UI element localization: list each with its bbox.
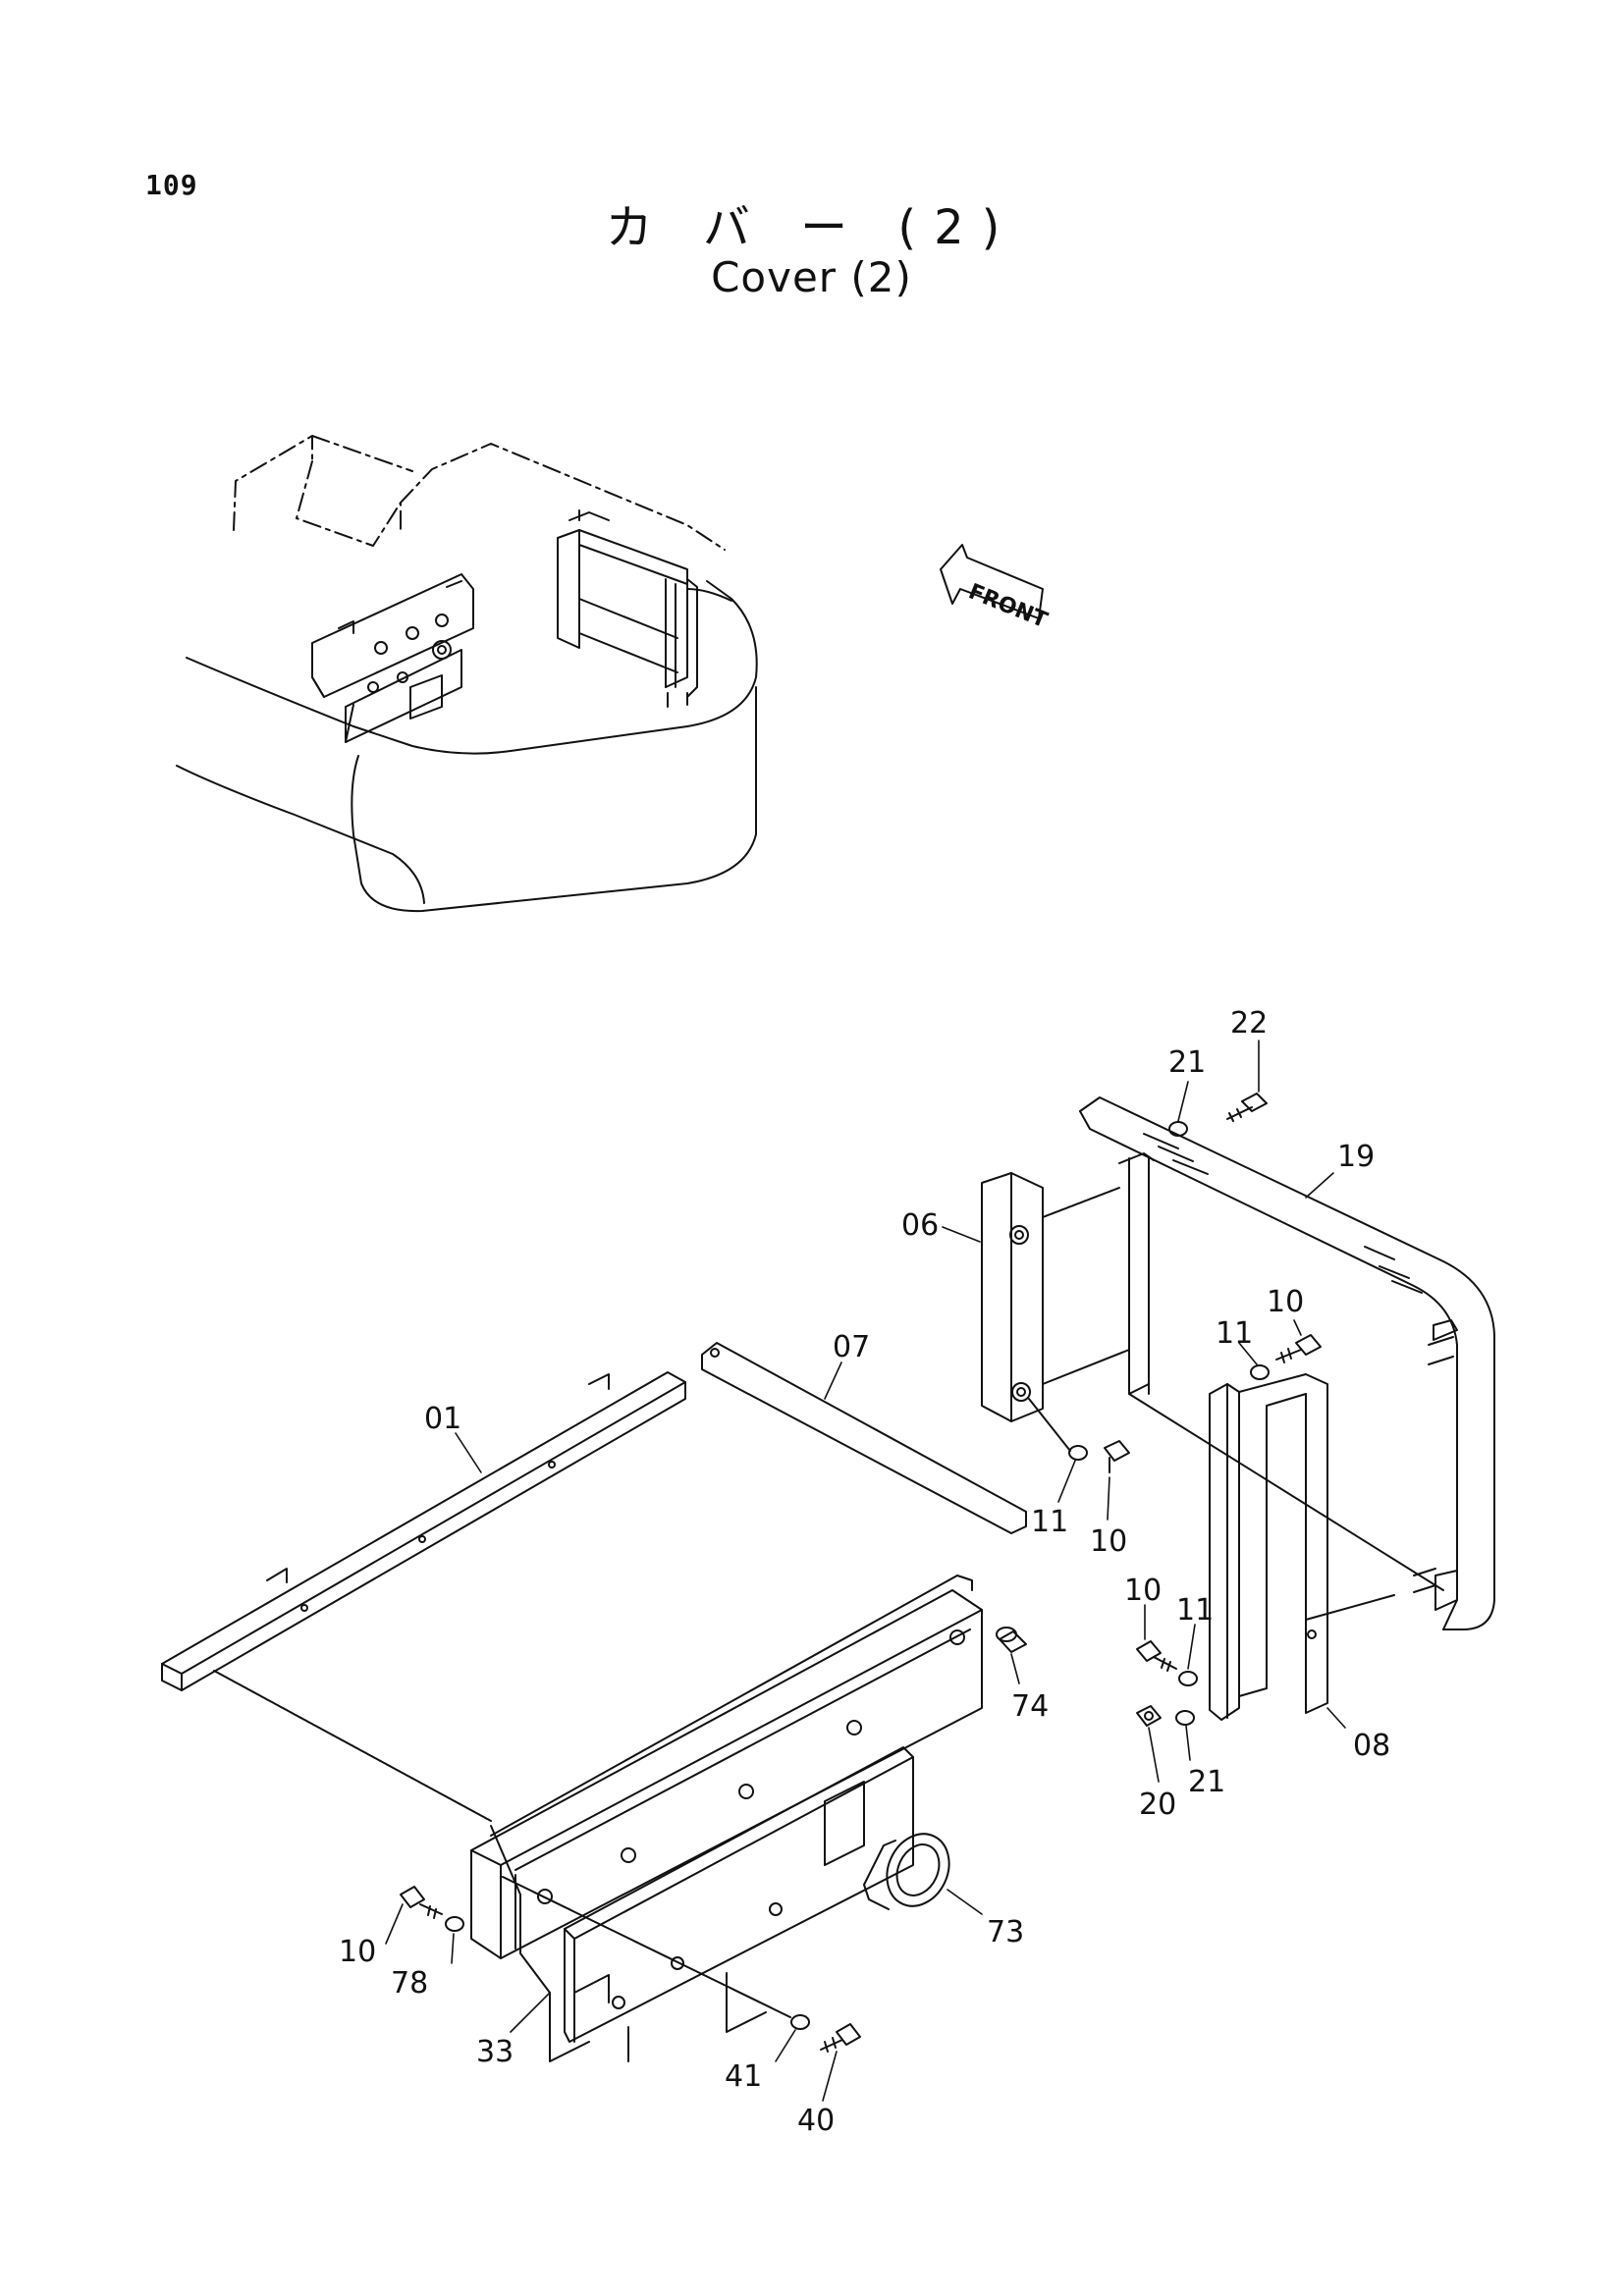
- callout-10-left: 10: [339, 1935, 376, 1969]
- callout-06: 06: [901, 1208, 939, 1243]
- callout-labels: 22 21 19 06 10 11 07 01 11 10 10 11 74 2…: [339, 1006, 1390, 2138]
- callout-10-right: 10: [1124, 1574, 1162, 1608]
- callout-21-bottom: 21: [1188, 1765, 1225, 1799]
- callout-11-upper: 11: [1216, 1316, 1253, 1351]
- front-direction-arrow: FRONT: [940, 544, 1051, 633]
- hardware-fasteners: [400, 1093, 1322, 2053]
- part-07-strap: [701, 1342, 1027, 1534]
- part-73-grommet: [863, 1833, 950, 1910]
- callout-74: 74: [1011, 1689, 1049, 1724]
- callout-21-top: 21: [1168, 1045, 1206, 1080]
- part-06-bracket: [981, 1172, 1130, 1422]
- part-33-bracket-assembly: [470, 1575, 983, 2062]
- callout-10-mid: 10: [1090, 1524, 1127, 1559]
- callout-78: 78: [391, 1966, 428, 2001]
- callout-01: 01: [424, 1402, 461, 1436]
- part-08-bracket: [1209, 1373, 1395, 1721]
- callout-22: 22: [1230, 1006, 1268, 1041]
- callout-08: 08: [1353, 1729, 1390, 1763]
- callout-73: 73: [987, 1915, 1024, 1949]
- callout-19: 19: [1337, 1140, 1375, 1174]
- leader-lines: [385, 1040, 1346, 2102]
- callout-10-upper: 10: [1267, 1285, 1304, 1319]
- page-number: 109: [145, 169, 198, 201]
- callout-11-mid: 11: [1031, 1505, 1068, 1539]
- page-title-english: Cover (2): [711, 253, 912, 301]
- part-01-rail: [161, 1371, 686, 1822]
- callout-33: 33: [476, 2035, 514, 2069]
- part-19-cover: [1079, 1096, 1495, 1630]
- page-title-japanese: カ バ ー (2): [605, 200, 1018, 255]
- callout-07: 07: [833, 1330, 870, 1364]
- callout-20: 20: [1139, 1788, 1176, 1822]
- callout-11-right: 11: [1176, 1593, 1214, 1628]
- callout-40: 40: [797, 2104, 835, 2138]
- machine-overview-view: [176, 435, 758, 913]
- callout-41: 41: [725, 2059, 762, 2094]
